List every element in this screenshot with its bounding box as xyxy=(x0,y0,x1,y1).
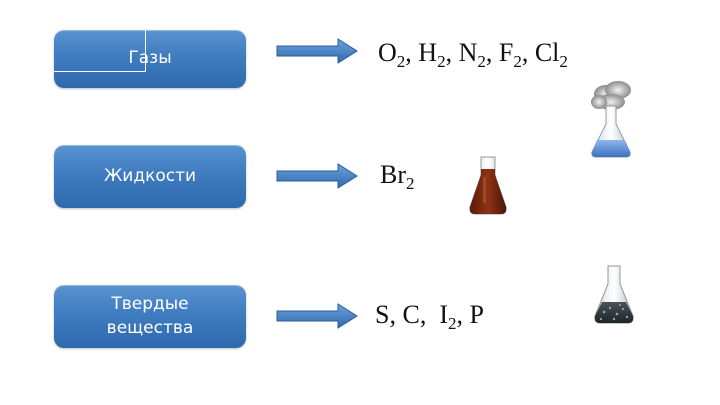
element-symbol: O xyxy=(378,38,397,67)
liquids-formulas: Br2 xyxy=(380,160,415,194)
element-symbol: I xyxy=(439,300,448,329)
element-symbol: S xyxy=(375,300,390,329)
separator: , xyxy=(485,38,499,67)
element-symbol: Cl xyxy=(534,38,560,67)
formula-gases-1: H2, xyxy=(418,38,459,71)
arrow-liquids-icon xyxy=(276,163,358,189)
formula-gases-2: N2, xyxy=(458,38,499,71)
element-symbol: F xyxy=(498,38,514,67)
separator: , xyxy=(389,300,403,329)
subscript: 2 xyxy=(559,52,568,71)
formula-gases-4: Cl2 xyxy=(534,38,568,71)
solids-box: Твердые вещества xyxy=(54,285,246,348)
separator: , xyxy=(445,38,459,67)
subscript: 2 xyxy=(437,52,446,71)
element-symbol: H xyxy=(418,38,438,67)
liquids-label: Жидкости xyxy=(103,165,197,186)
solid-flask-icon xyxy=(594,265,634,324)
formula-solids-1: C, xyxy=(402,300,439,329)
arrow-solids-icon xyxy=(276,303,358,329)
selection-frame-bottom xyxy=(54,71,146,72)
liquids-box: Жидкости xyxy=(54,145,246,208)
subscript: 2 xyxy=(447,314,457,333)
subscript: 2 xyxy=(396,52,406,71)
subscript: 2 xyxy=(406,174,415,193)
element-symbol: C xyxy=(402,300,420,329)
gases-box: Газы xyxy=(54,30,246,88)
solids-label: Твердые вещества xyxy=(106,293,194,338)
arrow-gases-icon xyxy=(276,38,358,64)
separator: , xyxy=(521,38,535,67)
liquid-flask-icon xyxy=(469,156,507,215)
element-symbol: P xyxy=(469,300,484,329)
subscript: 2 xyxy=(513,52,522,71)
formula-liquids-0: Br2 xyxy=(380,160,415,193)
separator: , xyxy=(405,38,419,67)
element-symbol: N xyxy=(458,38,478,67)
formula-solids-0: S, xyxy=(375,300,402,329)
separator: , xyxy=(456,300,470,329)
formula-solids-3: P xyxy=(469,300,483,329)
subscript: 2 xyxy=(477,52,486,71)
formula-gases-3: F2, xyxy=(498,38,535,71)
solids-formulas: S, C, I2, P xyxy=(375,300,484,334)
gases-formulas: O2, H2, N2, F2, Cl2 xyxy=(378,38,568,72)
gases-label: Газы xyxy=(128,48,172,69)
selection-frame-right xyxy=(145,30,146,72)
formula-gases-0: O2, xyxy=(378,38,419,71)
separator: , xyxy=(419,300,440,329)
gas-flask-icon xyxy=(591,81,631,158)
element-symbol: Br xyxy=(380,160,406,189)
formula-solids-2: I2, xyxy=(439,300,470,333)
